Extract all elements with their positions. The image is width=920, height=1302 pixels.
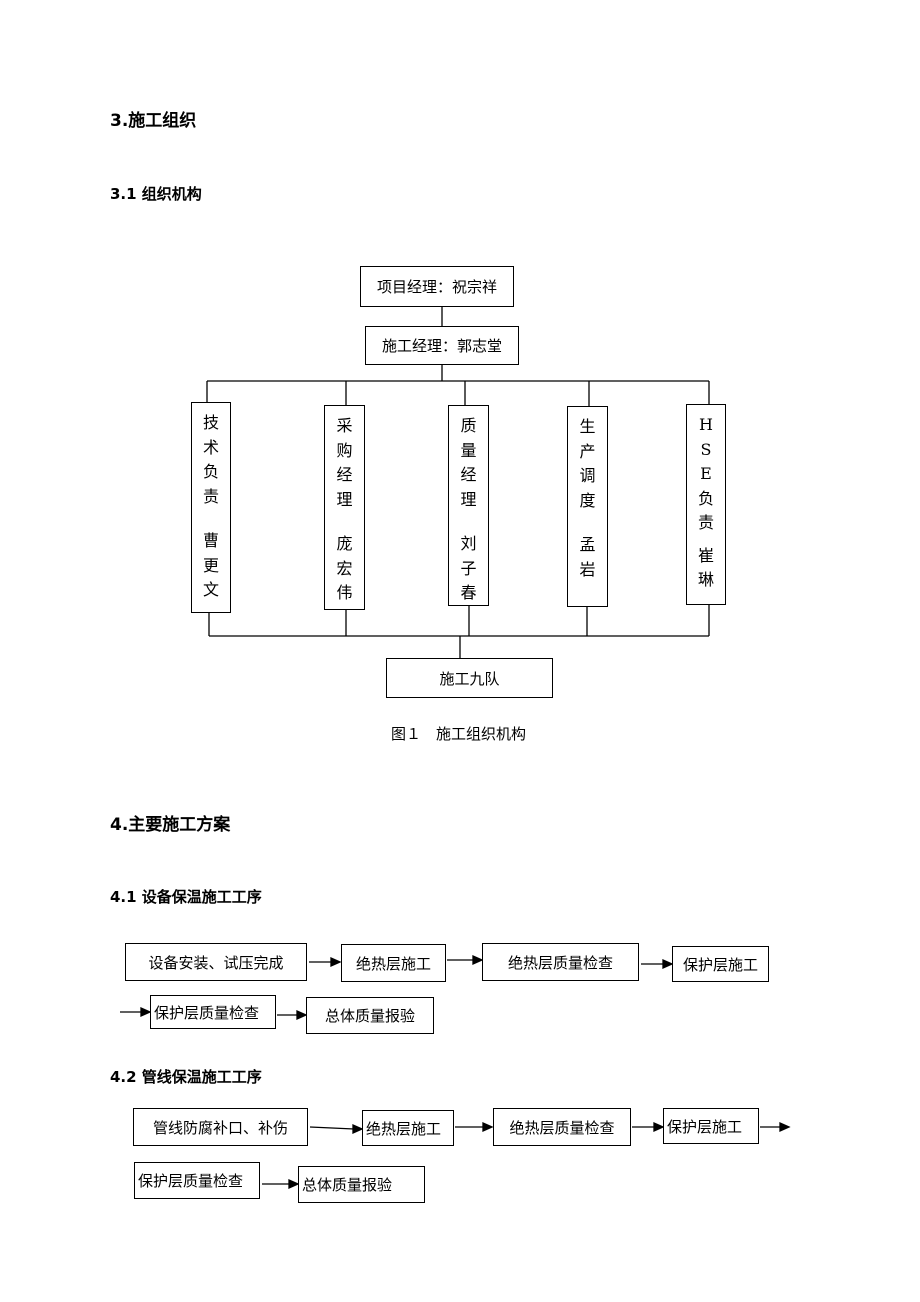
- section-4-2-heading: 4.2 管线保温施工工序: [110, 1068, 262, 1086]
- name-char: 曹: [202, 531, 219, 550]
- org-column-procurement: 采 购 经 理 庞 宏 伟: [324, 405, 365, 610]
- name-char: 孟: [579, 535, 596, 554]
- flow1-step-5: 保护层质量检查: [150, 995, 276, 1029]
- section-4-1-heading: 4.1 设备保温施工工序: [110, 888, 262, 906]
- flow2-step-4: 保护层施工: [663, 1108, 759, 1144]
- role-char: 产: [579, 441, 596, 461]
- section-3-1-heading: 3.1 组织机构: [110, 185, 202, 203]
- name-char: 崔: [697, 545, 714, 565]
- figure-caption: 图１ 施工组织机构: [391, 725, 527, 743]
- role-char: 生: [579, 417, 596, 436]
- role-char: 责: [697, 513, 714, 532]
- flow1-step-6: 总体质量报验: [306, 997, 434, 1034]
- flow2-step-3: 绝热层质量检查: [493, 1108, 631, 1146]
- org-column-hse: H S E 负 责 崔 琳: [686, 404, 726, 605]
- flow1-step-2: 绝热层施工: [341, 944, 446, 982]
- role-char: 度: [579, 490, 596, 510]
- construction-manager-box: 施工经理：郭志堂: [365, 326, 519, 365]
- org-column-technical: 技 术 负 责 曹 更 文: [191, 402, 231, 613]
- name-char: 岩: [579, 559, 596, 579]
- name-char: 宏: [336, 558, 353, 578]
- name-char: 更: [202, 555, 219, 575]
- construction-team-box: 施工九队: [386, 658, 553, 698]
- role-char: E: [700, 464, 712, 483]
- role-char: 质: [460, 416, 477, 435]
- org-column-quality: 质 量 经 理 刘 子 春: [448, 405, 489, 606]
- role-char: 调: [579, 466, 596, 485]
- flow2-step-2: 绝热层施工: [362, 1110, 454, 1146]
- project-manager-box: 项目经理：祝宗祥: [360, 266, 514, 307]
- section-3-heading: 3.施工组织: [110, 111, 197, 131]
- role-char: 经: [460, 465, 477, 484]
- flow1-step-1: 设备安装、试压完成: [125, 943, 307, 981]
- flow2-step-1: 管线防腐补口、补伤: [133, 1108, 308, 1146]
- role-char: 采: [336, 416, 353, 435]
- name-char: 春: [460, 583, 477, 602]
- role-char: 理: [460, 489, 477, 509]
- flow2-step-6: 总体质量报验: [298, 1166, 425, 1203]
- role-char: H: [699, 415, 713, 434]
- name-char: 子: [460, 558, 477, 578]
- role-char: 责: [202, 486, 219, 506]
- role-char: 购: [336, 440, 353, 460]
- role-char: 技: [202, 413, 219, 432]
- section-4-heading: 4.主要施工方案: [110, 815, 231, 835]
- role-char: 理: [336, 489, 353, 509]
- role-char: S: [700, 439, 712, 459]
- role-char: 经: [336, 465, 353, 484]
- role-char: 负: [202, 462, 219, 481]
- role-char: 负: [697, 488, 714, 508]
- flow2-step-5: 保护层质量检查: [134, 1162, 260, 1199]
- org-column-production: 生 产 调 度 孟 岩: [567, 406, 608, 607]
- flow1-step-3: 绝热层质量检查: [482, 943, 639, 981]
- name-char: 文: [202, 580, 219, 599]
- name-char: 伟: [336, 583, 353, 602]
- name-char: 庞: [336, 534, 353, 553]
- name-char: 刘: [460, 534, 477, 553]
- flow1-step-4: 保护层施工: [672, 946, 769, 982]
- role-char: 量: [460, 440, 477, 460]
- role-char: 术: [202, 437, 219, 457]
- name-char: 琳: [697, 570, 714, 589]
